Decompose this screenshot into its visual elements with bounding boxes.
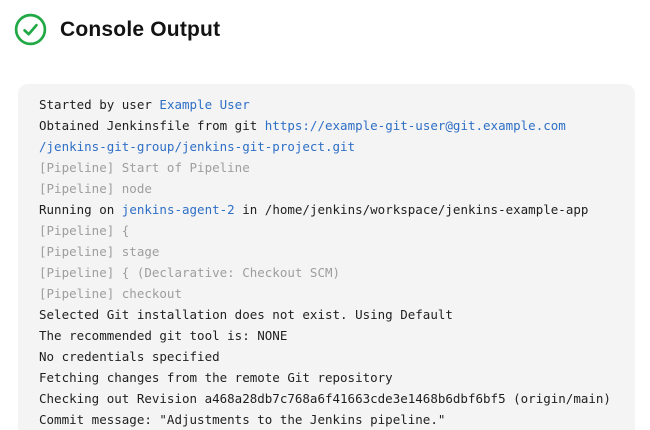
console-line: [Pipeline] checkout [39,283,615,304]
console-text: Running on [39,202,122,217]
console-line: Started by user Example User [39,94,615,115]
console-text: Obtained Jenkinsfile from git [39,118,265,133]
console-line: Running on jenkins-agent-2 in /home/jenk… [39,199,615,220]
console-pipeline-text: [Pipeline] stage [39,244,160,259]
console-pipeline-text: [Pipeline] node [39,181,152,196]
page-title: Console Output [60,17,221,41]
console-text: Started by user [39,97,160,112]
console-line: The recommended git tool is: NONE [39,325,615,346]
console-line: [Pipeline] node [39,178,615,199]
console-pipeline-text: [Pipeline] { [39,223,130,238]
console-link[interactable]: jenkins-agent-2 [121,202,235,217]
console-line: Fetching changes from the remote Git rep… [39,367,615,388]
console-line: [Pipeline] Start of Pipeline [39,157,615,178]
console-line: Commit message: "Adjustments to the Jenk… [39,409,615,430]
header: Console Output [14,13,220,46]
console-text: Selected Git installation does not exist… [39,307,453,322]
console-line: /jenkins-git-group/jenkins-git-project.g… [39,136,615,157]
console-text: in /home/jenkins/workspace/jenkins-examp… [234,202,589,217]
console-text: Fetching changes from the remote Git rep… [39,370,393,385]
console-text: Checking out Revision a468a28db7c768a6f4… [39,391,611,406]
console-line: Selected Git installation does not exist… [39,304,615,325]
console-pipeline-text: [Pipeline] Start of Pipeline [39,160,250,175]
console-pipeline-text: [Pipeline] checkout [39,286,182,301]
console-link[interactable]: /jenkins-git-group/jenkins-git-project.g… [39,139,356,154]
console-line: No credentials specified [39,346,615,367]
check-circle-icon [14,13,47,46]
console-link[interactable]: https://example-git-user@git.example.com [264,118,566,133]
console-line: [Pipeline] { (Declarative: Checkout SCM) [39,262,615,283]
console-text: The recommended git tool is: NONE [39,328,288,343]
console-line: [Pipeline] stage [39,241,615,262]
console-text: Commit message: "Adjustments to the Jenk… [39,412,446,427]
console-text: No credentials specified [39,349,220,364]
console-line: Obtained Jenkinsfile from git https://ex… [39,115,615,136]
console-link[interactable]: Example User [159,97,250,112]
console-pipeline-text: [Pipeline] { (Declarative: Checkout SCM) [39,265,341,280]
console-line: [Pipeline] { [39,220,615,241]
console-line: Checking out Revision a468a28db7c768a6f4… [39,388,615,409]
